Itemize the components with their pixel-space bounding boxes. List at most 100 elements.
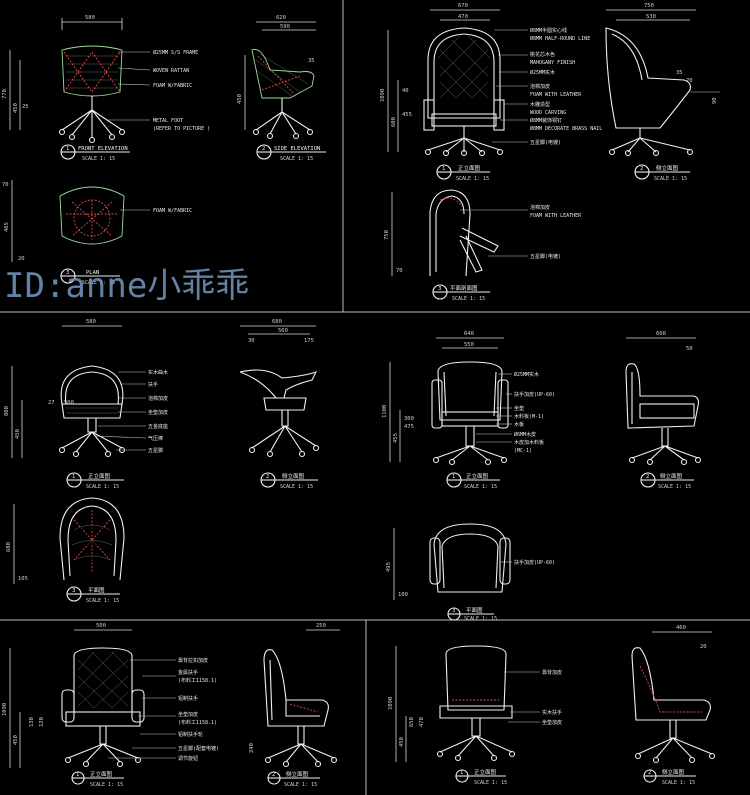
- svg-text:桃花芯木色: 桃花芯木色: [530, 51, 555, 58]
- svg-text:560: 560: [278, 328, 288, 334]
- svg-text:Ø8MM HALF-ROUND LINE: Ø8MM HALF-ROUND LINE: [530, 35, 590, 42]
- svg-text:750: 750: [384, 230, 390, 240]
- view-title: 侧立面图: [282, 472, 305, 480]
- svg-text:坐垫加皮: 坐垫加皮: [178, 711, 198, 718]
- svg-text:五星脚(配套电镀): 五星脚(配套电镀): [178, 745, 219, 752]
- p2-section: 750 70 泡棉加皮 FOAM WITH LEATHER 五星脚(电镀) 3 …: [384, 189, 582, 302]
- svg-text:1: 1: [460, 770, 463, 776]
- watermark-text: ID:anne小乖乖: [4, 266, 250, 306]
- p3-side-elevation: 680 560 175 30 2 侧立面图 SCALE 1: 15: [239, 319, 320, 490]
- svg-text:670: 670: [458, 3, 468, 9]
- svg-text:铝制扶手轮: 铝制扶手轮: [178, 731, 203, 738]
- svg-text:1100: 1100: [382, 405, 388, 418]
- svg-text:495: 495: [386, 562, 392, 572]
- svg-text:木皮加木料板: 木皮加木料板: [514, 439, 544, 446]
- svg-text:105: 105: [18, 576, 28, 582]
- svg-text:实木曲木: 实木曲木: [148, 369, 168, 376]
- view-scale: SCALE 1: 15: [464, 484, 497, 490]
- p1-front-elevation: 580 770 450 25 Ø25MM S/S FRAME WOVEN RAT…: [2, 15, 210, 162]
- svg-text:30: 30: [248, 338, 255, 344]
- p3-front-elevation: 580 800 450 27 500 实木曲木 扶手 泡棉加皮 坐垫加皮 五金底…: [4, 319, 168, 490]
- p1-side-elevation: 620 590 35 450 2 SIDE ELEVATION SCALE 1:…: [237, 15, 326, 162]
- svg-text:METAL FOOT: METAL FOOT: [153, 118, 183, 124]
- svg-text:130: 130: [29, 717, 35, 727]
- view-scale: SCALE 1: 15: [280, 484, 313, 490]
- svg-text:Ø8MM半圆实心线: Ø8MM半圆实心线: [530, 27, 567, 34]
- svg-text:Ø8MM装饰铜钉: Ø8MM装饰铜钉: [530, 117, 562, 124]
- svg-text:460: 460: [676, 625, 686, 631]
- svg-text:550: 550: [464, 342, 474, 348]
- p1-plan: 70 465 20 FOAM W/FABRIC 3 PLAN SCALE 1: …: [2, 180, 192, 286]
- view-scale: SCALE 1: 15: [456, 176, 489, 182]
- view-scale: SCALE 1: 15: [82, 156, 115, 162]
- svg-text:70: 70: [686, 78, 693, 84]
- svg-text:Ø25MM实木: Ø25MM实木: [514, 371, 539, 378]
- view-scale: SCALE 1: 15: [86, 598, 119, 604]
- svg-text:坐垫: 坐垫: [514, 405, 524, 412]
- svg-text:FOAM WITH LEATHER: FOAM WITH LEATHER: [530, 213, 582, 219]
- svg-text:3: 3: [72, 588, 75, 594]
- p6-side-elevation: 460 20 2 侧立面图 SCALE 1: 15: [631, 625, 716, 786]
- view-scale: SCALE 1: 15: [284, 782, 317, 788]
- svg-text:五星脚: 五星脚: [148, 447, 163, 454]
- svg-text:木板: 木板: [514, 421, 524, 428]
- view-title: 平面图: [88, 586, 105, 594]
- svg-text:120: 120: [39, 717, 45, 727]
- view-title: 正立面图: [466, 472, 489, 480]
- svg-text:Ø25MM实木: Ø25MM实木: [530, 69, 555, 76]
- svg-text:(布料工1158.1): (布料工1158.1): [178, 677, 217, 684]
- view-title: 正立面图: [88, 472, 111, 480]
- svg-text:Ø6MM木皮: Ø6MM木皮: [514, 431, 536, 438]
- svg-text:465: 465: [4, 222, 10, 232]
- svg-text:620: 620: [276, 15, 286, 21]
- p3-plan: 680 105 3 平面图 SCALE 1: 15: [6, 497, 125, 604]
- view-title: 正立面图: [474, 768, 497, 776]
- svg-text:27: 27: [48, 400, 55, 406]
- svg-text:3: 3: [438, 286, 441, 292]
- svg-text:Ø8MM DECORATE BRASS NAIL: Ø8MM DECORATE BRASS NAIL: [530, 125, 602, 132]
- view-scale: SCALE 1: 15: [90, 782, 123, 788]
- svg-text:500: 500: [64, 400, 74, 406]
- svg-text:五星脚(电镀): 五星脚(电镀): [530, 253, 561, 260]
- svg-text:640: 640: [464, 331, 474, 337]
- p6-front-elevation: 1090 450 650 470 靠背加皮 实木扶手 坐垫加皮 1 正立面图 S…: [388, 645, 562, 786]
- svg-text:扶手加皮(UP-60): 扶手加皮(UP-60): [514, 391, 555, 398]
- svg-text:铝制扶手: 铝制扶手: [178, 695, 198, 702]
- svg-text:1: 1: [452, 474, 455, 480]
- p5-side-elevation: 250 240 2 侧立面图 SCALE 1: 15: [249, 623, 340, 788]
- view-title: 平面图: [466, 606, 483, 614]
- svg-text:靠背拉扣加皮: 靠背拉扣加皮: [178, 657, 208, 664]
- svg-text:455: 455: [393, 433, 399, 443]
- view-scale: SCALE 1: 15: [280, 156, 313, 162]
- svg-text:2: 2: [648, 770, 651, 776]
- svg-text:35: 35: [676, 70, 683, 76]
- svg-text:WOOD CARVING: WOOD CARVING: [530, 110, 566, 116]
- svg-text:100: 100: [398, 592, 408, 598]
- svg-text:70: 70: [2, 182, 9, 188]
- svg-text:泡棉加皮: 泡棉加皮: [530, 204, 550, 211]
- svg-text:600: 600: [391, 117, 397, 127]
- svg-text:扶手: 扶手: [148, 381, 158, 388]
- svg-text:气压棒: 气压棒: [148, 435, 163, 442]
- view-scale: SCALE 1: 15: [82, 280, 115, 286]
- view-scale: SCALE 1: 15: [662, 780, 695, 786]
- p5-front-elevation: 500 1090 450 130 120 靠背拉扣加皮 金属扶手 (布料工115…: [2, 623, 219, 788]
- panel-3-bentwood-chair: 580 800 450 27 500 实木曲木 扶手 泡棉加皮 坐垫加皮 五金底…: [4, 319, 320, 604]
- svg-text:450: 450: [237, 94, 243, 104]
- svg-text:680: 680: [272, 319, 282, 325]
- svg-text:1090: 1090: [380, 89, 386, 102]
- view-scale: SCALE 1: 15: [654, 176, 687, 182]
- svg-text:泡棉加皮: 泡棉加皮: [148, 395, 168, 402]
- panel-2-tufted-chair: 670 470 1090 600 455 40 Ø8MM半圆实心线 Ø8MM H…: [380, 3, 720, 302]
- svg-text:470: 470: [419, 717, 425, 727]
- svg-text:FOAM W/FABRIC: FOAM W/FABRIC: [153, 83, 192, 89]
- view-scale: SCALE 1: 15: [474, 780, 507, 786]
- svg-text:3: 3: [66, 270, 69, 276]
- svg-text:175: 175: [304, 338, 314, 344]
- p2-side-elevation: 750 530 35 70 90 2 侧立面图 SCALE 1: 15: [605, 3, 720, 182]
- svg-text:250: 250: [316, 623, 326, 629]
- svg-text:240: 240: [249, 743, 255, 753]
- svg-text:扶手加皮(UP-60): 扶手加皮(UP-60): [514, 559, 555, 566]
- svg-text:580: 580: [86, 319, 96, 325]
- dim-width: 580: [85, 15, 95, 21]
